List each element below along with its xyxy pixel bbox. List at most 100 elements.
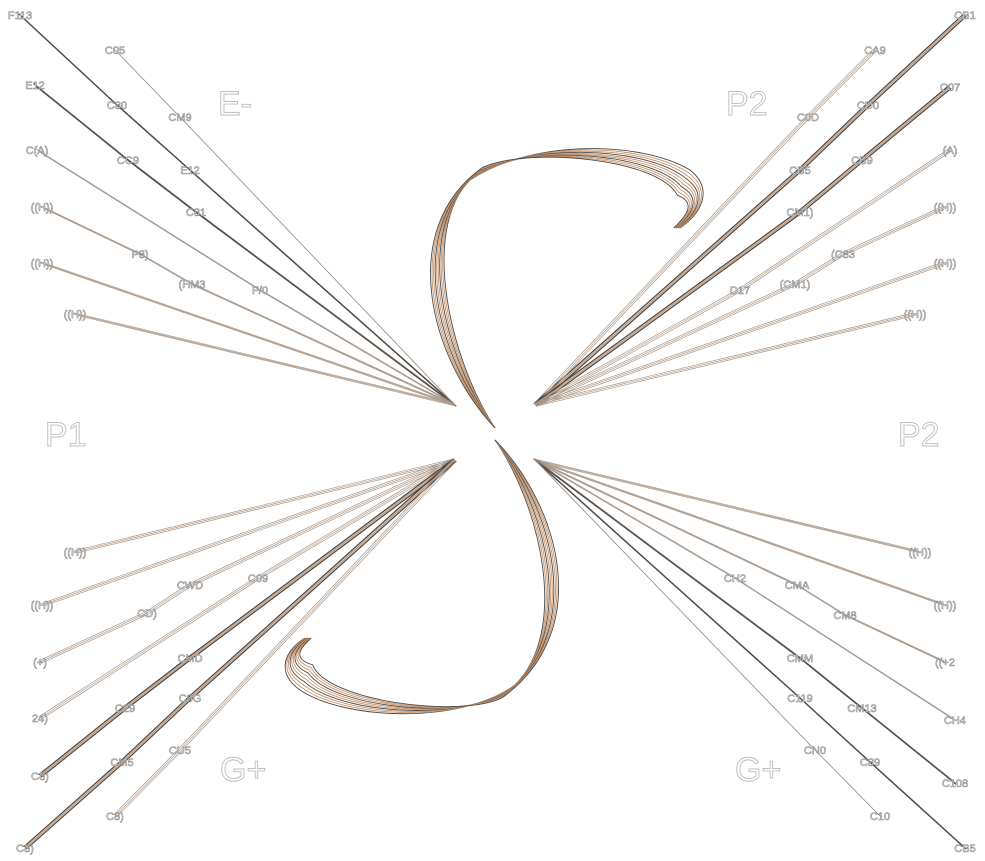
ray-label: 24) <box>32 713 48 725</box>
ray-line <box>536 263 947 407</box>
ray-line <box>533 205 944 405</box>
ray-label: E12 <box>25 80 45 92</box>
ray-line <box>536 460 922 554</box>
ray-label: CMD <box>177 653 202 665</box>
ray-line <box>534 459 921 553</box>
ray-label: ((H)) <box>909 547 932 559</box>
ray-lines <box>18 13 967 850</box>
ray-label: C10 <box>870 811 890 823</box>
ray-line <box>114 459 456 817</box>
ray-line <box>23 458 455 848</box>
big-label-bottom-right: G+ <box>735 751 781 789</box>
ray-line <box>43 263 457 407</box>
ray-line <box>41 459 456 606</box>
ray-line <box>113 458 455 816</box>
ray-label: C29 <box>115 703 135 715</box>
ray-label: CMA <box>785 580 810 592</box>
ray-line <box>533 312 914 405</box>
s-curve-stroke <box>297 439 558 708</box>
ray-label: ((H)) <box>934 202 957 214</box>
ray-line <box>536 460 957 722</box>
ray-line <box>535 15 967 407</box>
ray-line <box>39 459 456 777</box>
s-curve-stroke <box>430 156 689 429</box>
ray-line <box>534 49 876 406</box>
ray-label: CM8 <box>833 610 856 622</box>
ray-line <box>534 149 951 406</box>
ray-line <box>36 149 456 406</box>
ray-label: C07 <box>940 82 960 94</box>
ray-line <box>533 48 875 405</box>
ray-line <box>533 148 949 405</box>
ray-line <box>40 460 457 778</box>
ray-line <box>41 206 456 406</box>
ray-label: CA9 <box>864 45 885 57</box>
ray-line <box>73 312 454 405</box>
ray-label: ((H)) <box>934 258 957 270</box>
ray-label: C8) <box>106 811 124 823</box>
ray-line <box>35 85 457 407</box>
ray-line <box>39 459 456 663</box>
ray-label: CB5 <box>789 165 810 177</box>
ray-line <box>535 460 957 785</box>
ray-line <box>536 460 947 664</box>
ray-line <box>533 85 950 405</box>
ray-line <box>536 314 917 407</box>
ray-label: CM1) <box>787 207 814 219</box>
big-label-bottom-left: G+ <box>220 751 266 789</box>
ray-line <box>534 206 946 406</box>
ray-label: CD) <box>137 608 157 620</box>
ray-line <box>73 458 454 552</box>
ray-label: C09 <box>248 573 268 585</box>
ray-line <box>534 14 966 406</box>
ray-line <box>534 86 951 406</box>
ray-labels: F113C80E12C05CM9E12CC9C81C(A)F/0((H))P8)… <box>8 10 976 856</box>
ray-line <box>40 261 454 405</box>
ray-label: ((H)) <box>904 309 927 321</box>
ray-label: (HM3 <box>179 279 206 291</box>
ray-line <box>38 150 457 407</box>
ray-line <box>76 314 457 407</box>
ray-line <box>43 207 457 407</box>
big-label-mid-right: P2 <box>898 416 940 454</box>
ray-line <box>76 460 457 554</box>
ray-line <box>39 459 456 719</box>
ray-line <box>536 150 952 407</box>
ray-label: C80 <box>107 100 127 112</box>
ray-line <box>533 458 944 605</box>
ray-line <box>43 460 457 607</box>
ray-line <box>40 205 454 405</box>
ray-line <box>38 458 454 662</box>
ray-label: F113 <box>8 10 32 22</box>
ray-label: CB1 <box>954 10 975 22</box>
ray-label: CB9 <box>851 155 872 167</box>
ray-label: CH2 <box>724 573 746 585</box>
ray-label: CM9 <box>168 112 191 124</box>
ray-label: C8) <box>16 843 34 855</box>
s-curve-stroke <box>299 439 559 708</box>
ray-label: CU5 <box>169 745 191 757</box>
ray-label: ((H)) <box>64 547 87 559</box>
ray-line <box>20 15 457 407</box>
ray-line <box>41 262 456 406</box>
ray-label: CH4 <box>944 715 966 727</box>
s-curve-stroke <box>293 439 553 710</box>
ray-line <box>536 207 947 407</box>
ray-label: E12 <box>180 165 200 177</box>
ray-line <box>41 460 457 720</box>
ray-line <box>536 460 947 607</box>
big-label-top-left: E- <box>218 85 252 123</box>
ray-line <box>25 460 457 850</box>
ray-line <box>74 313 456 406</box>
ray-line <box>534 459 946 663</box>
ray-label: C8G <box>179 693 202 705</box>
ray-line <box>40 458 454 605</box>
ray-label: CWD <box>177 580 203 592</box>
ray-line <box>533 458 919 552</box>
ray-label: C(A) <box>26 145 49 157</box>
ray-line <box>115 460 457 818</box>
ray-label: C119 <box>787 693 812 705</box>
ray-line <box>533 458 954 720</box>
